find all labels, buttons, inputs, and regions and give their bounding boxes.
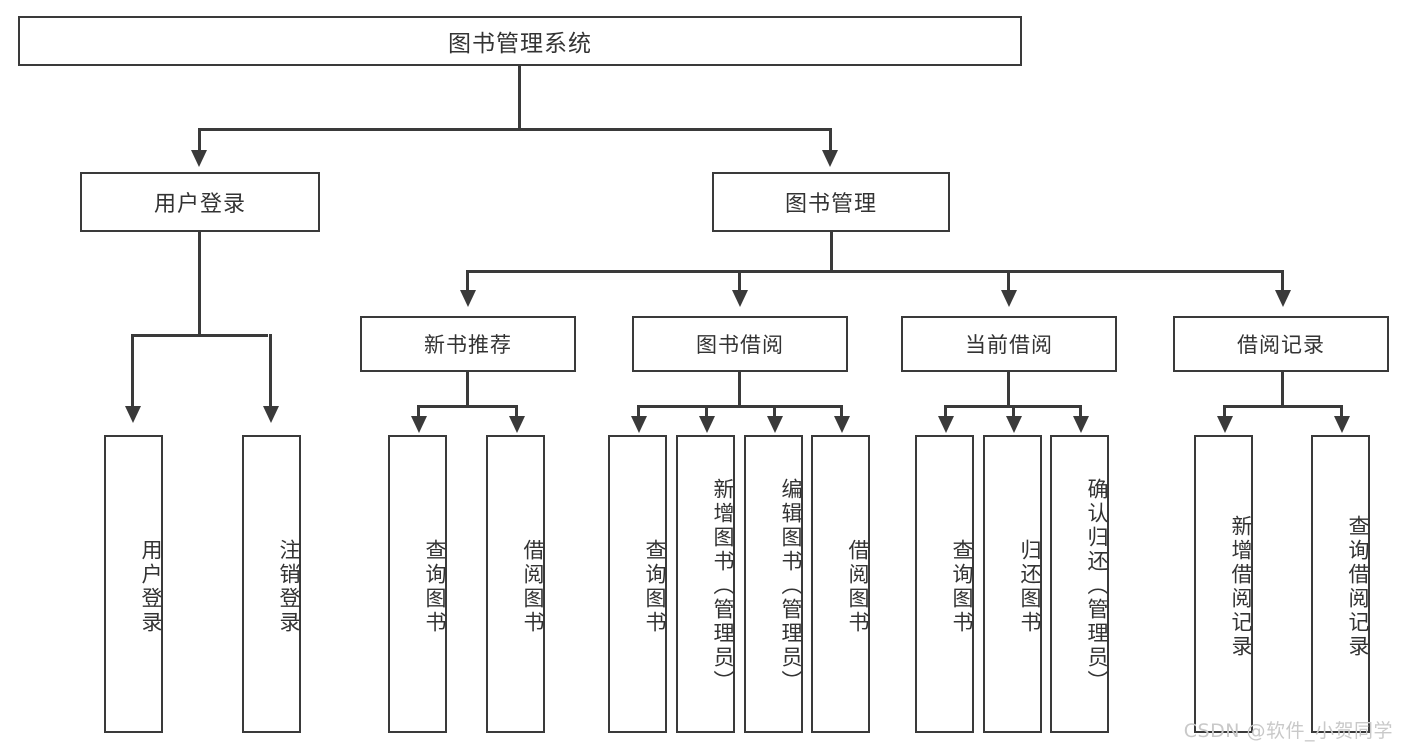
- arrow-bm-child-4: [1275, 290, 1291, 307]
- leaf-user-login[interactable]: 用户登录: [104, 435, 163, 733]
- connector-user-login-child-2: [269, 334, 272, 410]
- connector-cb-child-3: [1079, 405, 1082, 419]
- arrow-br-child-1: [1217, 416, 1233, 433]
- connector-br-stem: [1281, 372, 1284, 408]
- arrow-bm-child-1: [460, 290, 476, 307]
- arrow-root-to-book-management: [822, 150, 838, 167]
- arrow-bb-child-1: [631, 416, 647, 433]
- arrow-user-login-child-2: [263, 406, 279, 423]
- leaf-cb-return-book[interactable]: 归还图书: [983, 435, 1042, 733]
- arrow-bb-child-3: [767, 416, 783, 433]
- connector-root-to-book-management: [829, 128, 832, 154]
- node-borrow-record[interactable]: 借阅记录: [1173, 316, 1389, 372]
- leaf-br-query-record[interactable]: 查询借阅记录: [1311, 435, 1370, 733]
- leaf-bb-add-book-admin[interactable]: 新增图书（管理员）: [676, 435, 735, 733]
- node-book-borrow[interactable]: 图书借阅: [632, 316, 848, 372]
- connector-cb-child-2: [1012, 405, 1015, 419]
- connector-bm-child-1: [466, 270, 469, 292]
- arrow-cb-child-2: [1006, 416, 1022, 433]
- arrow-root-to-user-login: [191, 150, 207, 167]
- node-new-book-recommend[interactable]: 新书推荐: [360, 316, 576, 372]
- connector-nbr-child-2: [515, 405, 518, 419]
- arrow-cb-child-1: [938, 416, 954, 433]
- node-current-borrow[interactable]: 当前借阅: [901, 316, 1117, 372]
- leaf-logout[interactable]: 注销登录: [242, 435, 301, 733]
- connector-user-login-stem: [198, 232, 201, 336]
- connector-bb-stem: [738, 372, 741, 408]
- leaf-nbr-borrow-book[interactable]: 借阅图书: [486, 435, 545, 733]
- connector-bm-child-3: [1007, 270, 1010, 292]
- connector-root-stem: [518, 66, 521, 130]
- arrow-bb-child-2: [699, 416, 715, 433]
- arrow-bm-child-2: [732, 290, 748, 307]
- leaf-nbr-query-book[interactable]: 查询图书: [388, 435, 447, 733]
- connector-cb-stem: [1007, 372, 1010, 408]
- connector-user-login-child-1: [131, 334, 134, 410]
- connector-bm-child-2: [738, 270, 741, 292]
- connector-bb-child-1: [637, 405, 640, 419]
- connector-root-to-user-login: [198, 128, 201, 154]
- connector-br-child-2: [1340, 405, 1343, 419]
- connector-br-child-1: [1223, 405, 1226, 419]
- connector-bb-child-2: [705, 405, 708, 419]
- leaf-br-add-record[interactable]: 新增借阅记录: [1194, 435, 1253, 733]
- arrow-br-child-2: [1334, 416, 1350, 433]
- connector-bb-bar: [637, 405, 842, 408]
- connector-nbr-stem: [466, 372, 469, 408]
- connector-book-management-stem: [830, 232, 833, 272]
- connector-user-login-bar: [131, 334, 268, 337]
- node-root-book-management-system[interactable]: 图书管理系统: [18, 16, 1022, 66]
- connector-br-bar: [1223, 405, 1342, 408]
- arrow-bm-child-3: [1001, 290, 1017, 307]
- connector-cb-child-1: [944, 405, 947, 419]
- connector-nbr-bar: [417, 405, 517, 408]
- arrow-bb-child-4: [834, 416, 850, 433]
- connector-nbr-child-1: [417, 405, 420, 419]
- connector-bb-child-4: [840, 405, 843, 419]
- node-user-login[interactable]: 用户登录: [80, 172, 320, 232]
- node-book-management[interactable]: 图书管理: [712, 172, 950, 232]
- arrow-user-login-child-1: [125, 406, 141, 423]
- arrow-cb-child-3: [1073, 416, 1089, 433]
- leaf-bb-edit-book-admin[interactable]: 编辑图书（管理员）: [744, 435, 803, 733]
- arrow-nbr-child-2: [509, 416, 525, 433]
- connector-book-management-bar: [466, 270, 1284, 273]
- connector-root-split-bar: [198, 128, 832, 131]
- leaf-cb-query-book[interactable]: 查询图书: [915, 435, 974, 733]
- arrow-nbr-child-1: [411, 416, 427, 433]
- leaf-cb-confirm-return-admin[interactable]: 确认归还（管理员）: [1050, 435, 1109, 733]
- leaf-bb-borrow-book[interactable]: 借阅图书: [811, 435, 870, 733]
- connector-bm-child-4: [1281, 270, 1284, 292]
- connector-bb-child-3: [773, 405, 776, 419]
- leaf-bb-query-book[interactable]: 查询图书: [608, 435, 667, 733]
